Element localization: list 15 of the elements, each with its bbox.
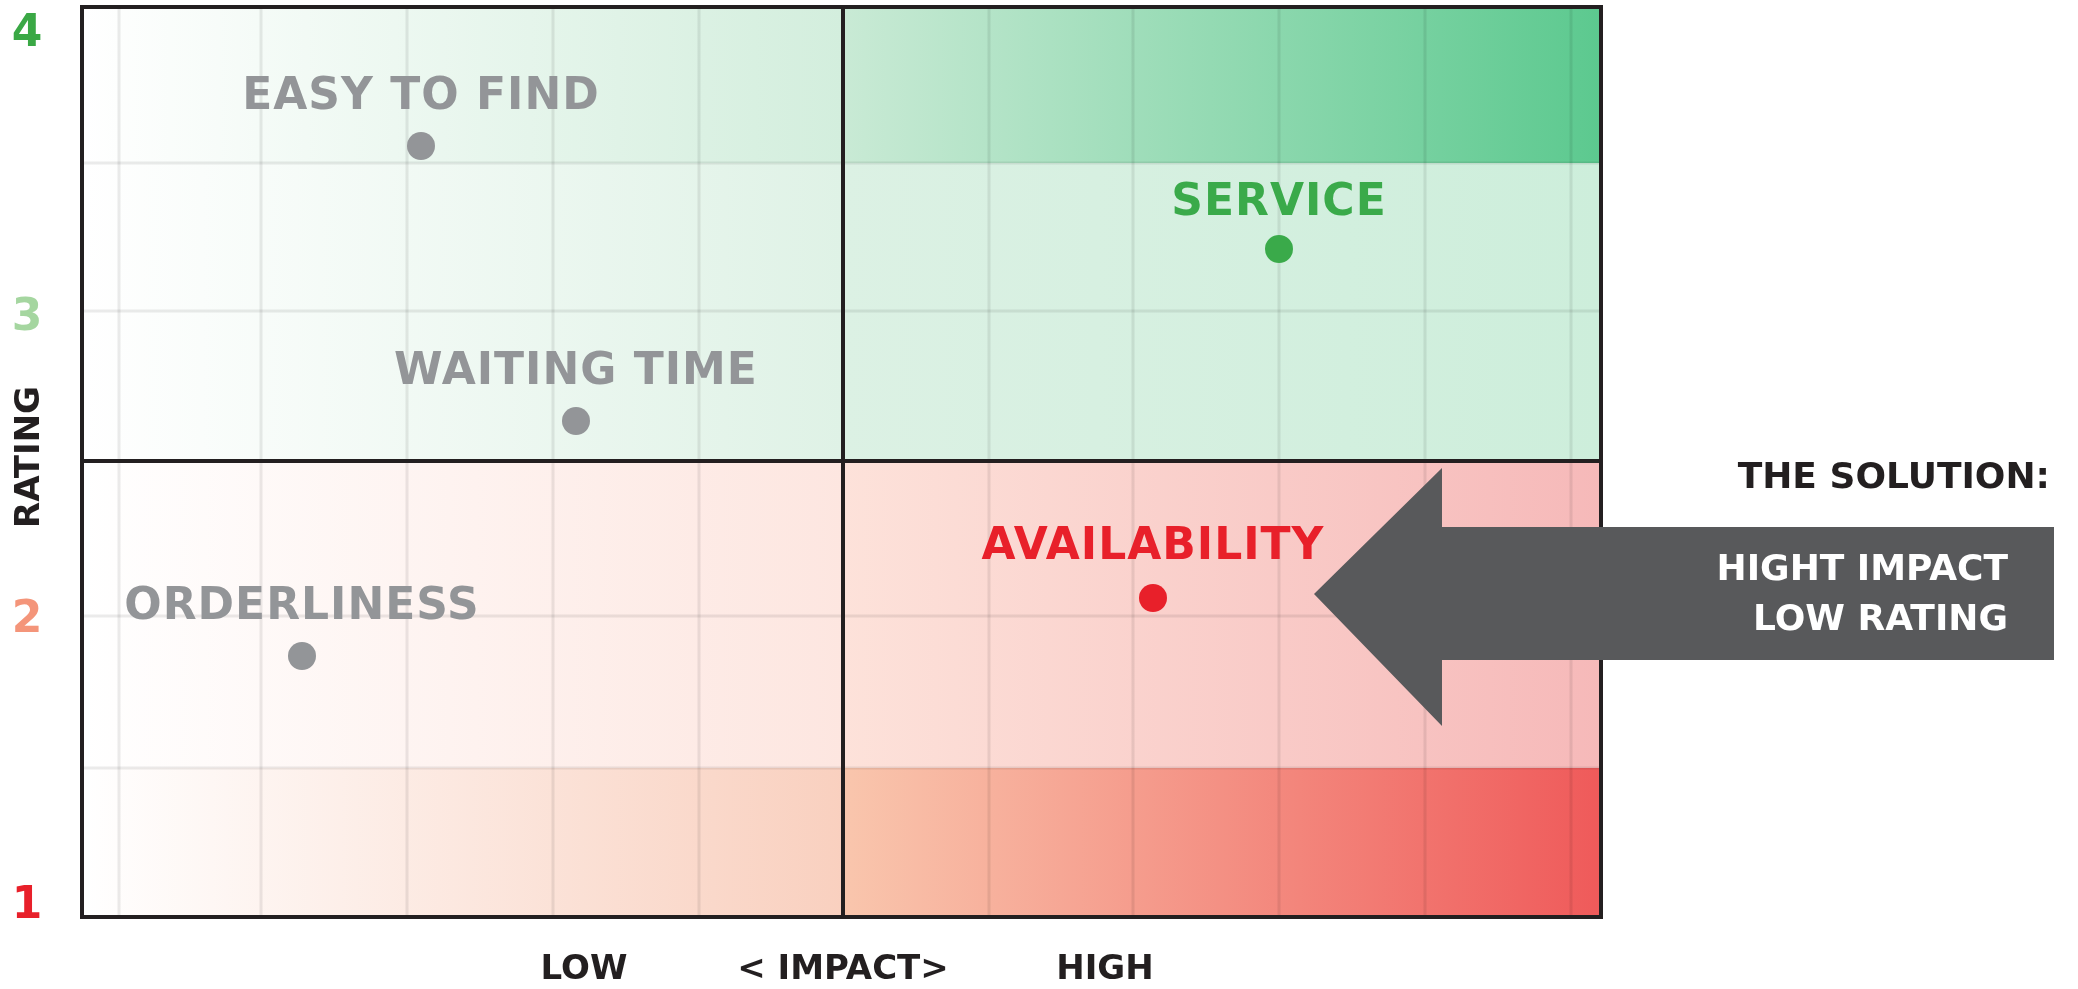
axis-tick-label: 3 bbox=[11, 288, 43, 340]
axis-tick-label: 1 bbox=[11, 876, 43, 928]
callout-text: HIGHT IMPACT LOW RATING bbox=[1715, 546, 2008, 640]
axis-title: LOW bbox=[540, 947, 628, 987]
point-label: WAITING TIME bbox=[394, 342, 758, 394]
callout-heading: THE SOLUTION: bbox=[1737, 455, 2050, 496]
point-label: EASY TO FIND bbox=[242, 67, 600, 119]
point-label: ORDERLINESS bbox=[124, 577, 480, 629]
axis-tick-label: 4 bbox=[11, 4, 43, 56]
point-label: SERVICE bbox=[1171, 173, 1387, 225]
axis-title: RATING bbox=[7, 385, 47, 529]
axis-title: HIGH bbox=[1056, 947, 1154, 987]
axis-title: < IMPACT> bbox=[737, 947, 949, 987]
point-label: AVAILABILITY bbox=[981, 517, 1325, 569]
axis-tick-label: 2 bbox=[11, 590, 43, 642]
